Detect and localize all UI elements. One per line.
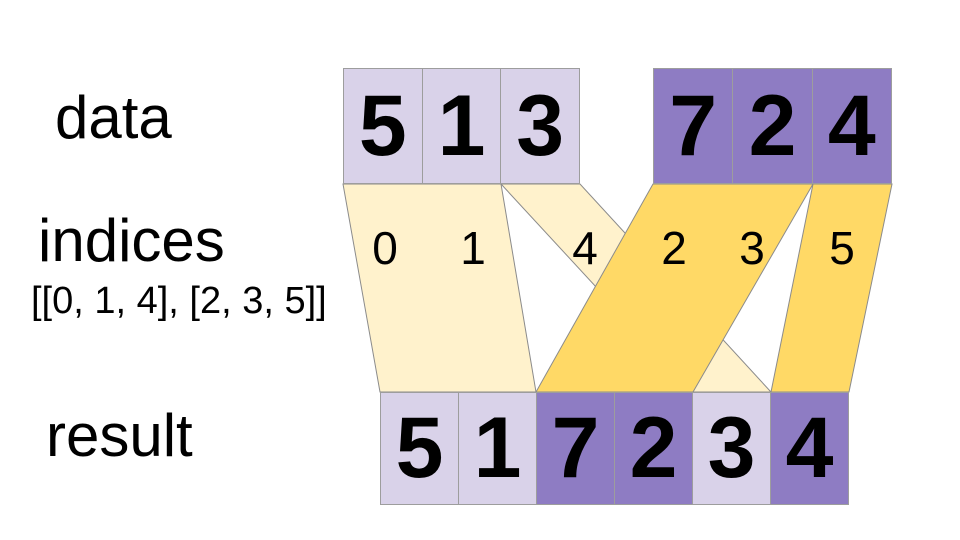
band-indices-0-1 — [342, 183, 537, 393]
index-value: 5 — [829, 222, 855, 274]
data-cell: 3 — [500, 68, 581, 184]
index-value: 3 — [739, 222, 765, 274]
index-value: 1 — [460, 222, 486, 274]
data-array-2: 7 2 4 — [653, 68, 892, 184]
index-value: 0 — [372, 222, 398, 274]
data-cell: 1 — [421, 68, 502, 184]
data-array-1: 5 1 3 — [343, 68, 581, 184]
data-cell: 5 — [343, 68, 423, 184]
indices-literal: [[0, 1, 4], [2, 3, 5]] — [31, 280, 327, 322]
band-index-5 — [770, 183, 893, 393]
result-cell: 5 — [380, 392, 459, 505]
label-data: data — [55, 84, 172, 151]
data-cell: 7 — [653, 68, 734, 184]
index-value: 2 — [661, 222, 687, 274]
data-cell: 4 — [811, 68, 892, 184]
label-result: result — [46, 402, 193, 469]
result-cell: 2 — [614, 392, 693, 505]
result-array: 5 1 7 2 3 4 — [380, 392, 849, 505]
result-cell: 7 — [536, 392, 615, 505]
result-cell: 4 — [770, 392, 849, 505]
data-cell: 2 — [732, 68, 813, 184]
result-cell: 1 — [458, 392, 537, 505]
label-indices: indices — [38, 207, 225, 274]
result-cell: 3 — [692, 392, 771, 505]
index-value: 4 — [572, 222, 598, 274]
